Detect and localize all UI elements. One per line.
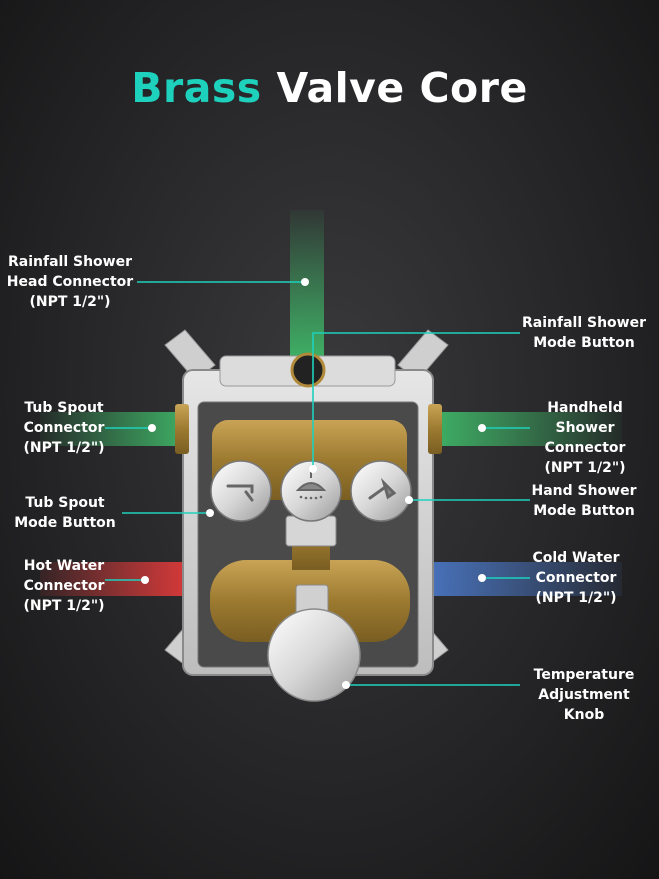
tub-spout-mode-button[interactable] xyxy=(210,460,272,522)
rain-shower-icon xyxy=(295,472,327,491)
label-hot-water-connector: Hot Water Connector (NPT 1/2") xyxy=(23,558,105,614)
title-accent: Brass xyxy=(131,64,262,112)
label-rainfall-head-connector: Rainfall Shower Head Connector (NPT 1/2"… xyxy=(6,254,134,310)
rainfall-pipe xyxy=(290,210,324,370)
label-cold-water-connector: Cold Water Connector (NPT 1/2") xyxy=(532,550,620,606)
handheld-pipe xyxy=(432,412,622,446)
leader-lines xyxy=(105,281,530,686)
rainfall-mode-button[interactable] xyxy=(280,460,342,522)
title-rest: Valve Core xyxy=(276,64,528,112)
label-rainfall-mode-button: Rainfall Shower Mode Button xyxy=(521,315,646,351)
hand-shower-icon xyxy=(368,477,397,500)
leader-dots xyxy=(141,278,486,689)
left-fitting xyxy=(175,404,189,454)
hot-water-pipe xyxy=(40,562,190,596)
tub-spout-pipe xyxy=(40,412,190,446)
rain-drops xyxy=(299,495,323,500)
label-handheld-connector: Handheld Shower Connector (NPT 1/2") xyxy=(544,400,626,476)
tub-spout-icon xyxy=(226,484,254,502)
label-tub-spout-connector: Tub Spout Connector (NPT 1/2") xyxy=(23,400,105,456)
hand-shower-mode-button[interactable] xyxy=(350,460,412,522)
cold-water-pipe xyxy=(432,562,622,596)
right-fitting xyxy=(428,404,442,454)
label-temperature-knob: Temperature Adjustment Knob xyxy=(533,667,635,723)
label-hand-shower-mode-button: Hand Shower Mode Button xyxy=(531,483,637,519)
temperature-knob[interactable] xyxy=(267,608,361,702)
top-outlet-port xyxy=(290,352,326,388)
page-title: Brass Valve Core xyxy=(0,64,659,112)
label-tub-spout-mode-button: Tub Spout Mode Button xyxy=(14,495,116,531)
